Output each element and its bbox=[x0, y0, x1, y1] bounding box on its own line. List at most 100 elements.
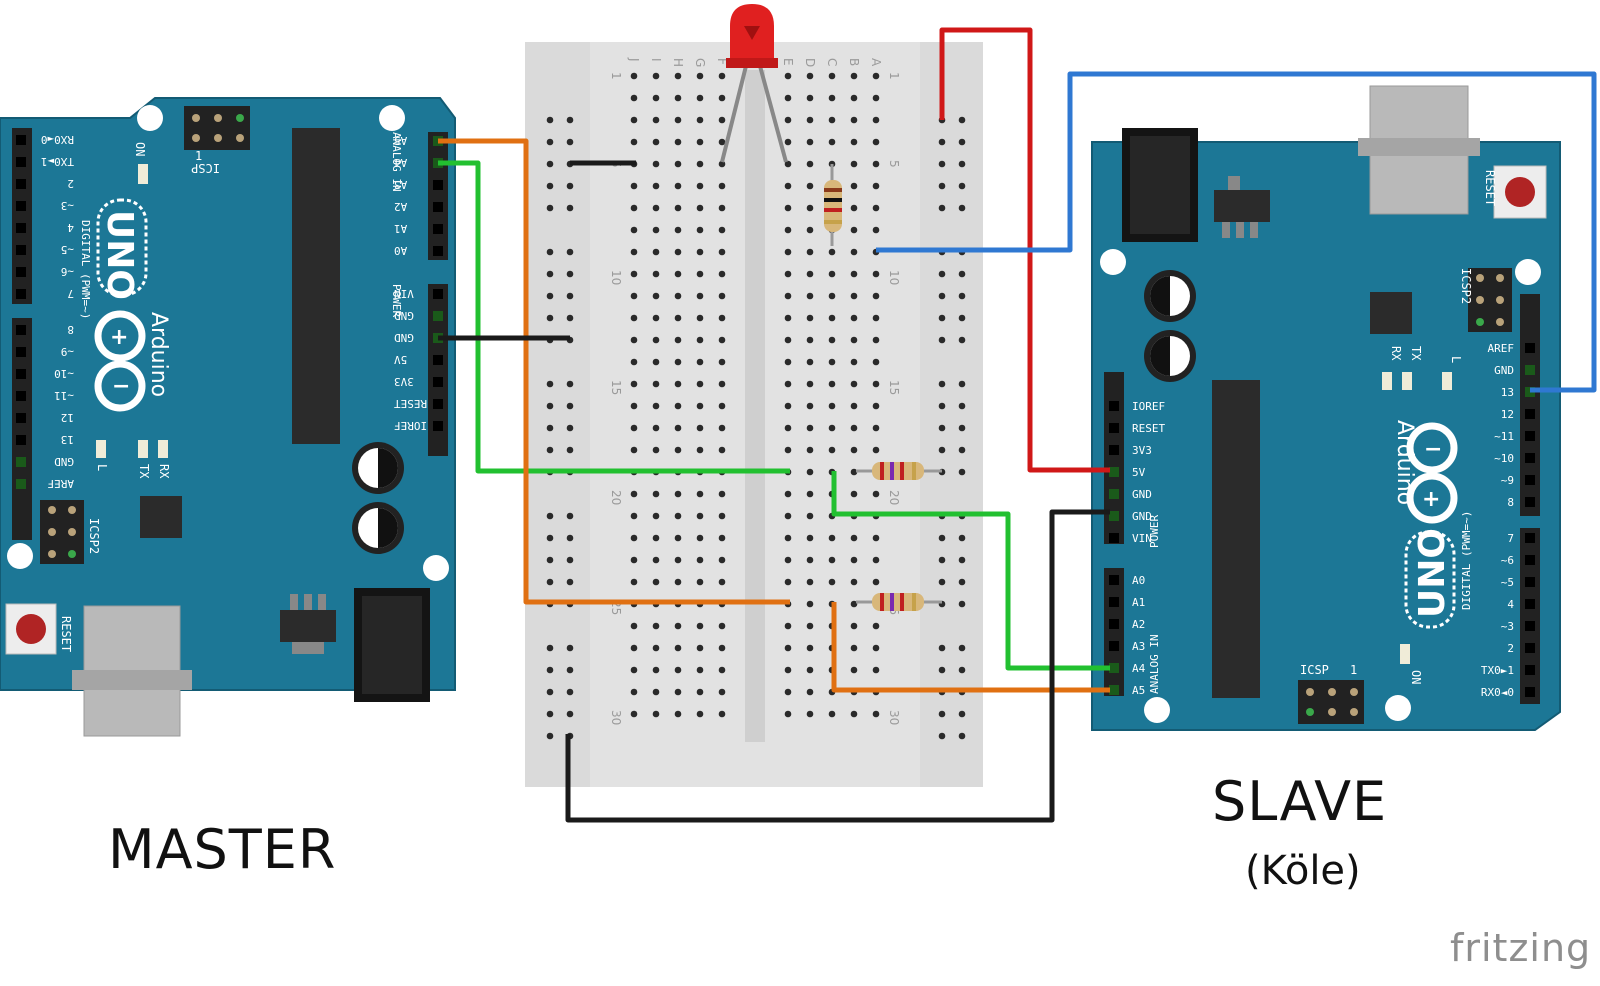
master-power-pin-label: VIN bbox=[394, 287, 414, 300]
wires bbox=[438, 27, 1597, 823]
power-rail-hole bbox=[546, 314, 554, 322]
breadboard-hole bbox=[674, 402, 682, 410]
breadboard-hole bbox=[652, 688, 660, 696]
master-analog-pin-label: A0 bbox=[394, 244, 407, 257]
master-power-jack bbox=[354, 588, 430, 702]
slave-digital-pin-label: ~10 bbox=[1494, 452, 1514, 465]
breadboard-hole bbox=[806, 72, 814, 80]
slave-uno-badge bbox=[1404, 530, 1456, 629]
master-digital-title: DIGITAL (PWM=~) bbox=[79, 220, 92, 319]
breadboard-center-channel bbox=[745, 70, 765, 742]
power-rail-hole bbox=[546, 534, 554, 542]
power-rail-hole bbox=[938, 182, 946, 190]
power-rail-hole bbox=[566, 644, 574, 652]
power-rail-hole bbox=[546, 292, 554, 300]
breadboard-row-number: 20 bbox=[609, 490, 623, 505]
header-pin bbox=[433, 399, 443, 409]
master-digital-pin-label: 2 bbox=[67, 177, 74, 190]
slave-pcb bbox=[1091, 141, 1561, 731]
power-rail-hole bbox=[546, 270, 554, 278]
master-on-led bbox=[138, 164, 148, 184]
breadboard-hole bbox=[674, 270, 682, 278]
power-rail-hole bbox=[958, 182, 966, 190]
breadboard-hole bbox=[806, 644, 814, 652]
breadboard-hole bbox=[872, 138, 880, 146]
header-pin bbox=[1525, 533, 1535, 543]
breadboard-hole bbox=[696, 336, 704, 344]
slave-l-led bbox=[1442, 372, 1452, 390]
header-pin bbox=[433, 180, 443, 190]
slave-analog-title: ANALOG IN bbox=[1148, 634, 1161, 694]
master-capacitor bbox=[352, 442, 404, 494]
breadboard-hole bbox=[718, 380, 726, 388]
breadboard-hole bbox=[718, 248, 726, 256]
power-rail-hole bbox=[566, 666, 574, 674]
breadboard-hole bbox=[850, 666, 858, 674]
breadboard-hole bbox=[784, 578, 792, 586]
slave-reset-button[interactable] bbox=[1493, 165, 1547, 219]
breadboard-hole bbox=[630, 380, 638, 388]
power-rail-hole bbox=[938, 732, 946, 740]
header-pin bbox=[16, 435, 26, 445]
power-rail-hole bbox=[938, 446, 946, 454]
master-analog-pin-label: A3 bbox=[394, 178, 407, 191]
header-pin bbox=[1109, 423, 1119, 433]
breadboard-hole bbox=[718, 94, 726, 102]
master-arduino-logo-icon: + − bbox=[94, 310, 146, 412]
header-pin bbox=[1525, 555, 1535, 565]
breadboard-hole bbox=[850, 336, 858, 344]
power-rail-hole bbox=[546, 380, 554, 388]
master-analog-pin-label: A5 bbox=[394, 134, 407, 147]
master-icsp-label: ICSP bbox=[191, 161, 220, 175]
breadboard-hole bbox=[806, 446, 814, 454]
breadboard-hole bbox=[784, 402, 792, 410]
header-pin bbox=[16, 223, 26, 233]
slave-digital-pin-label: AREF bbox=[1488, 342, 1515, 355]
slave-power-pin-label: 5V bbox=[1132, 466, 1146, 479]
breadboard-rail-right bbox=[920, 42, 983, 787]
breadboard-hole bbox=[652, 446, 660, 454]
breadboard-hole bbox=[784, 424, 792, 432]
slave-power-title: POWER bbox=[1148, 515, 1161, 548]
power-rail-hole bbox=[566, 248, 574, 256]
breadboard-hole bbox=[806, 116, 814, 124]
breadboard-hole bbox=[630, 94, 638, 102]
power-rail-hole bbox=[566, 578, 574, 586]
power-rail-hole bbox=[546, 578, 554, 586]
slave-digital-pin-label: 8 bbox=[1507, 496, 1514, 509]
breadboard-hole bbox=[630, 446, 638, 454]
header-pin bbox=[1525, 365, 1535, 375]
breadboard-hole bbox=[630, 688, 638, 696]
breadboard-hole bbox=[784, 490, 792, 498]
breadboard-row-number: 30 bbox=[887, 710, 901, 725]
master-digital-pin-label: ~11 bbox=[54, 389, 74, 402]
breadboard-hole bbox=[696, 446, 704, 454]
breadboard-hole bbox=[674, 116, 682, 124]
breadboard-hole bbox=[718, 204, 726, 212]
slave-power-pin-label: GND bbox=[1132, 488, 1152, 501]
power-rail-hole bbox=[566, 534, 574, 542]
breadboard-hole bbox=[806, 688, 814, 696]
master-digital-pin-label: TX0►1 bbox=[41, 155, 74, 168]
breadboard-hole bbox=[696, 424, 704, 432]
header-pin bbox=[16, 413, 26, 423]
breadboard-hole bbox=[828, 556, 836, 564]
breadboard-hole bbox=[850, 182, 858, 190]
master-analog-pin-label: A2 bbox=[394, 200, 407, 213]
breadboard-row-number: 15 bbox=[887, 380, 901, 395]
master-usb-flange bbox=[72, 670, 192, 690]
breadboard-hole bbox=[630, 358, 638, 366]
breadboard-hole bbox=[828, 380, 836, 388]
master-reset-button[interactable] bbox=[5, 603, 57, 655]
breadboard-hole bbox=[872, 424, 880, 432]
breadboard-hole bbox=[652, 160, 660, 168]
led bbox=[720, 4, 788, 163]
pullup-resistor bbox=[856, 462, 942, 480]
master-digital-pin-label: ~6 bbox=[61, 265, 74, 278]
breadboard-hole bbox=[718, 424, 726, 432]
slave-analog-pin-label: A2 bbox=[1132, 618, 1145, 631]
breadboard-hole bbox=[718, 314, 726, 322]
header-pin bbox=[1109, 445, 1119, 455]
slave-subtitle: (Köle) bbox=[1245, 848, 1361, 894]
